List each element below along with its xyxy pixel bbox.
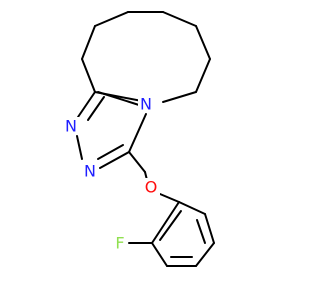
atom-o-ether: O (143, 178, 160, 197)
atom-label-o: O (145, 178, 158, 197)
atom-labels: N N N O F (63, 95, 160, 253)
bond-ring8-1 (81, 58, 96, 93)
atom-n-upper-left: N (63, 117, 79, 136)
atom-label-n: N (65, 117, 77, 136)
bond-triazole-5 (97, 91, 140, 106)
bond-benz-2b (196, 219, 206, 244)
bond-ring8-5 (162, 11, 197, 27)
bond-triazole-4 (128, 113, 147, 153)
bond-benz-5 (151, 242, 168, 267)
bond-benz-2 (204, 213, 215, 244)
bond-triazole-2 (76, 135, 83, 160)
bond-benz-6 (151, 201, 180, 244)
bond-ring8-6 (195, 25, 211, 60)
atom-f-fluoro: F (113, 234, 128, 253)
bond-ring8-3 (94, 11, 129, 27)
atom-n-ring: N (138, 95, 154, 114)
bond-ch2 (128, 151, 146, 173)
atom-label-f: F (115, 234, 124, 253)
molecule-diagram: N N N O F (63, 11, 215, 267)
bond-ring8-2 (81, 25, 96, 60)
bond-o-aryl (159, 193, 180, 203)
bonds (76, 11, 215, 267)
bond-ring8-7 (195, 58, 211, 93)
bond-benz-3 (195, 242, 215, 267)
structure-svg: N N N O F (63, 11, 215, 267)
bond-benz-6b (159, 210, 182, 241)
bond-ring8-8 (162, 91, 197, 103)
bond-benz-1 (178, 201, 206, 215)
bond-triazole-3 (99, 151, 130, 169)
bond-triazole-1 (77, 91, 96, 118)
atom-label-n: N (140, 95, 152, 114)
atom-n-lower-left: N (82, 162, 98, 181)
atom-label-n: N (84, 162, 96, 181)
bond-triazole-1b (87, 96, 105, 121)
bond-triazole-3b (97, 144, 124, 160)
